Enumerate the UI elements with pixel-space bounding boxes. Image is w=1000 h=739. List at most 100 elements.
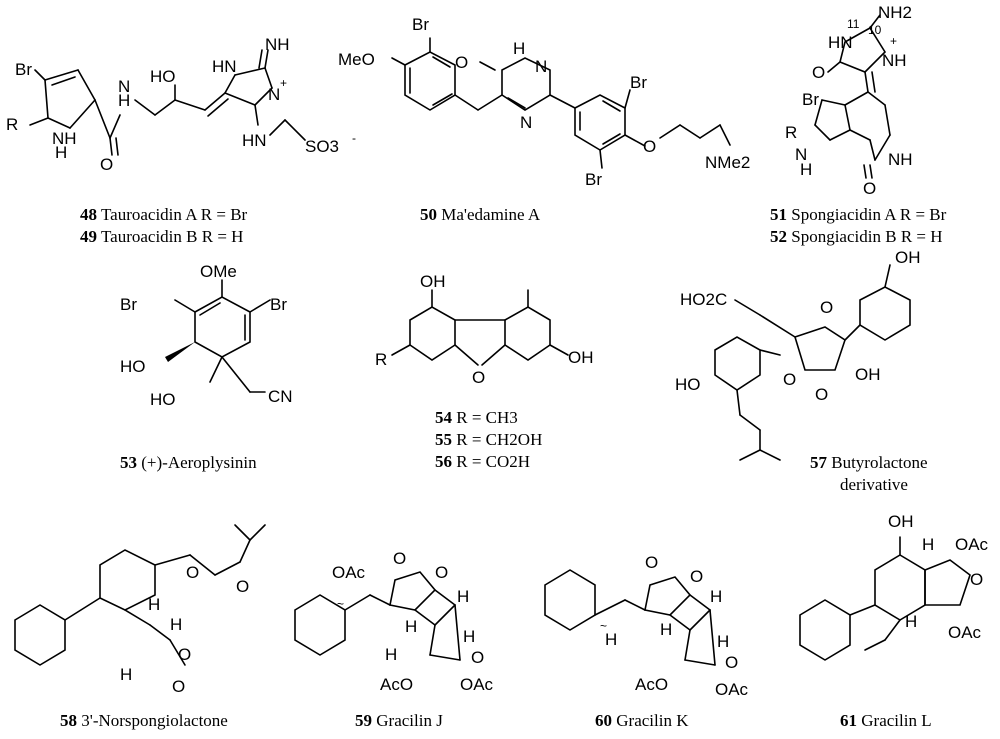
atom-h-60d: H (717, 632, 729, 651)
caption-58: 58 3'-Norspongiolactone (60, 711, 228, 730)
atom-o-50: O (455, 53, 468, 72)
atom-o-54: O (472, 368, 485, 387)
atom-so3: SO3 (305, 137, 339, 156)
charge-plus: + (280, 76, 287, 90)
caption-56: 56 R = CO2H (435, 452, 531, 471)
atom-br-50c: Br (585, 170, 602, 189)
atom-meo: MeO (338, 50, 375, 69)
structure-gracilin-k: O O H ~ H H H O AcO OAc (544, 553, 749, 699)
atom-h-59a: H (457, 587, 469, 606)
atom-o-58d: O (172, 677, 185, 696)
wavy-60: ~ (600, 619, 607, 633)
atom-oh-57b: OH (855, 365, 881, 384)
caption-54: 54 R = CH3 (435, 408, 518, 427)
caption-48: 48 Tauroacidin A R = Br (80, 205, 248, 224)
charge-minus: - (352, 131, 356, 145)
structure-gracilin-j: OAc ~ O O H H H O H AcO OAc (294, 549, 494, 694)
atom-o-lactam: O (863, 179, 876, 198)
atom-o-57r: O (783, 370, 796, 389)
atom-ho2c: HO2C (680, 290, 727, 309)
atom-oac-59a: OAc (332, 563, 366, 582)
atom-r: R (6, 115, 18, 134)
atom-oac-61a: OAc (955, 535, 989, 554)
atom-h-51: H (800, 160, 812, 179)
atom-nh-imine: NH (265, 35, 290, 54)
atom-ho: HO (150, 67, 176, 86)
structure-tauroacidin: Br R NH H H N O HO HN NH N + HN SO3 - (6, 35, 356, 174)
atom-ho-53b: HO (150, 390, 176, 409)
atom-o-60c: O (725, 653, 738, 672)
atom-h-60a: H (710, 587, 722, 606)
atom-nme2: NMe2 (705, 153, 750, 172)
atom-aco-60: AcO (635, 675, 668, 694)
atom-o-59a: O (393, 549, 406, 568)
atom-aco-59: AcO (380, 675, 413, 694)
atom-n-50a: N (535, 57, 547, 76)
atom-br-51: Br (802, 90, 819, 109)
atom-oac-59b: OAc (460, 675, 494, 694)
atom-o-59b: O (435, 563, 448, 582)
atom-oh-57a: OH (895, 248, 921, 267)
atom-o-ether: O (643, 137, 656, 156)
atom-o-60a: O (645, 553, 658, 572)
atom-o-51: O (812, 63, 825, 82)
atom-oh-54b: OH (568, 348, 594, 367)
atom-nh2: NH2 (878, 3, 912, 22)
atom-oac-61b: OAc (948, 623, 982, 642)
atom-nh-51: NH (882, 51, 907, 70)
atom-h-61a: H (922, 535, 934, 554)
atom-n-amide: N (118, 77, 130, 96)
atom-hn-51: HN (828, 33, 853, 52)
wavy-59: ~ (337, 597, 344, 611)
caption-57: 57 Butyrolactone (810, 453, 928, 472)
caption-53: 53 (+)-Aeroplysinin (120, 453, 257, 472)
atom-h-59b: H (405, 617, 417, 636)
atom-h-59d: H (385, 645, 397, 664)
structure-norspongiolactone: O O H H O H O (14, 524, 266, 696)
caption-49: 49 Tauroacidin B R = H (80, 227, 244, 246)
atom-o-60b: O (690, 567, 703, 586)
locant-11: 11 (847, 17, 860, 31)
atom-nh: NH (52, 129, 77, 148)
charge-plus-51: + (890, 34, 897, 48)
atom-nh-lactam: NH (888, 150, 913, 169)
atom-h-60c: H (660, 620, 672, 639)
structure-dibenzofuran: OH R O OH (375, 272, 594, 387)
structure-aeroplysinin: OMe Br Br HO HO CN (120, 262, 293, 409)
atom-hn-side: HN (242, 131, 267, 150)
atom-br-50a: Br (412, 15, 429, 34)
structure-butyrolactone: OH HO2C O HO O OH O (675, 248, 921, 461)
atom-oh-61: OH (888, 512, 914, 531)
caption-55: 55 R = CH2OH (435, 430, 543, 449)
caption-52: 52 Spongiacidin B R = H (770, 227, 943, 246)
atom-h: H (55, 143, 67, 162)
structure-gracilin-l: OH H OAc O H OAc (799, 512, 989, 661)
atom-r-54: R (375, 350, 387, 369)
atom-br: Br (15, 60, 32, 79)
atom-ho-57: HO (675, 375, 701, 394)
atom-ome: OMe (200, 262, 237, 281)
atom-h-58c: H (120, 665, 132, 684)
atom-n-50b: N (520, 113, 532, 132)
atom-nh-amide: H (118, 91, 130, 110)
caption-57-sub: derivative (840, 475, 908, 494)
atom-n-plus: N (268, 85, 280, 104)
atom-h-58a: H (148, 595, 160, 614)
caption-59: 59 Gracilin J (355, 711, 443, 730)
atom-r-51: R (785, 123, 797, 142)
atom-o-59c: O (471, 648, 484, 667)
atom-oac-60: OAc (715, 680, 749, 699)
caption-60: 60 Gracilin K (595, 711, 689, 730)
caption-51: 51 Spongiacidin A R = Br (770, 205, 947, 224)
atom-cn: CN (268, 387, 293, 406)
atom-br-53a: Br (120, 295, 137, 314)
structure-spongiacidin: NH2 11 10 HN + NH O Br R N H NH O (785, 3, 913, 198)
atom-h-59c: H (463, 627, 475, 646)
structure-maedamine: Br MeO O H N N Br Br O NMe2 (338, 15, 750, 189)
locant-10: 10 (868, 23, 882, 37)
atom-oh-54a: OH (420, 272, 446, 291)
atom-br-50b: Br (630, 73, 647, 92)
atom-o: O (100, 155, 113, 174)
atom-o-57c: O (815, 385, 828, 404)
atom-o-57k: O (820, 298, 833, 317)
